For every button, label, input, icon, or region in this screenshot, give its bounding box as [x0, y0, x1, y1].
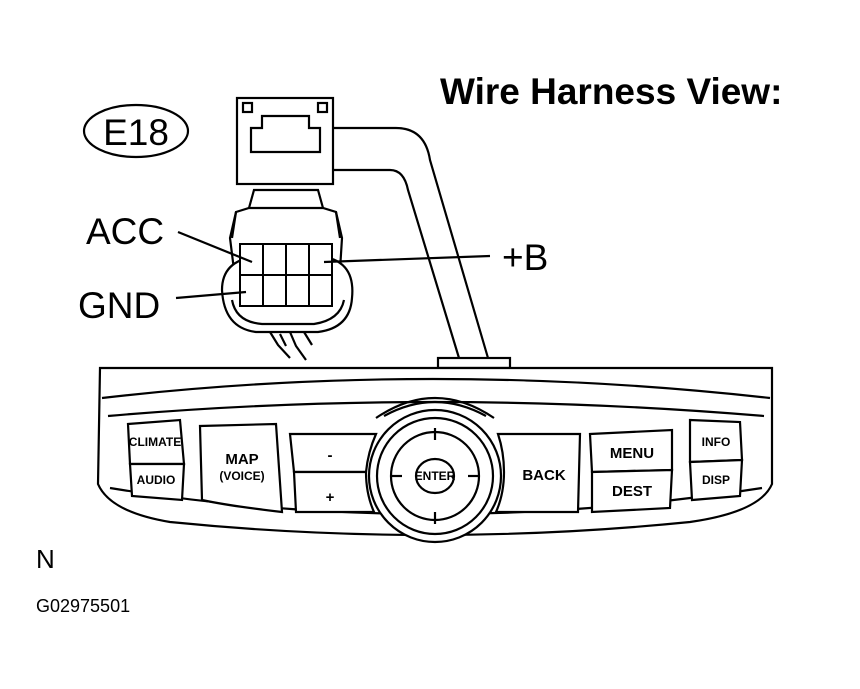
disp-button[interactable]: DISP — [702, 473, 730, 487]
diagram-title: Wire Harness View: — [440, 71, 782, 112]
info-button[interactable]: INFO — [702, 435, 731, 449]
menu-dest-button-group — [588, 428, 674, 514]
climate-audio-button-group — [126, 418, 186, 502]
back-button[interactable]: BACK — [522, 467, 565, 484]
connector-id-label: E18 — [103, 112, 169, 153]
connector-pin-grid — [239, 243, 333, 307]
joystick-dial — [367, 396, 503, 544]
figure-code: G02975501 — [36, 596, 130, 616]
voice-label: (VOICE) — [219, 469, 264, 483]
pin-label-plus-b: +B — [502, 237, 548, 278]
map-button-outline — [198, 422, 284, 514]
callout-leaders — [175, 230, 491, 300]
audio-button[interactable]: AUDIO — [137, 473, 176, 487]
harness-cable — [333, 126, 490, 359]
connector-id-badge: E18 — [82, 103, 190, 159]
zoom-out-button[interactable]: - — [328, 447, 333, 464]
menu-button[interactable]: MENU — [610, 445, 654, 462]
zoom-in-button[interactable]: + — [326, 489, 335, 506]
enter-button[interactable]: ENTER — [415, 469, 456, 483]
info-disp-button-group — [688, 418, 744, 502]
cable-entry-block — [436, 356, 512, 370]
zoom-button-group — [288, 432, 378, 514]
climate-button[interactable]: CLIMATE — [129, 435, 181, 449]
pin-label-acc: ACC — [86, 211, 164, 252]
footer-marker: N — [36, 544, 55, 574]
pin-label-gnd: GND — [78, 285, 160, 326]
harness-plug — [235, 96, 335, 186]
map-button[interactable]: MAP — [225, 451, 258, 468]
dest-button[interactable]: DEST — [612, 483, 652, 500]
back-button-outline — [494, 432, 582, 514]
